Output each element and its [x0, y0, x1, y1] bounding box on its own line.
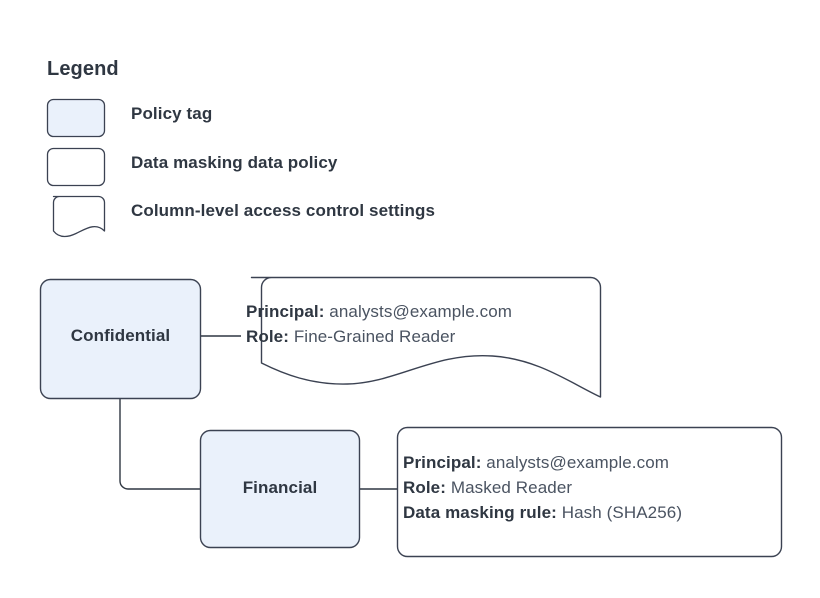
- callout-key-role: Role:: [403, 478, 446, 497]
- node-label-financial: Financial: [242, 478, 318, 497]
- legend-title: Legend: [47, 58, 119, 80]
- legend-label-column-access-settings: Column-level access control settings: [131, 201, 436, 220]
- callout-value-principal: analysts@example.com: [329, 302, 513, 321]
- callout-access-control-text: Principal: analysts@example.com Role: Fi…: [246, 299, 512, 349]
- edge-confidential-to-financial: [119, 399, 200, 490]
- legend-label-data-masking-policy: Data masking data policy: [131, 153, 338, 172]
- callout-data-masking-text: Principal: analysts@example.com Role: Ma…: [403, 450, 682, 525]
- policy-tag-swatch: [46, 98, 106, 138]
- callout-value-role: Fine-Grained Reader: [293, 327, 456, 346]
- callout-key-role: Role:: [246, 327, 289, 346]
- callout-key-principal: Principal:: [246, 302, 325, 321]
- callout-row-role: Role: Fine-Grained Reader: [246, 324, 512, 349]
- legend-label-policy-tag: Policy tag: [131, 104, 213, 123]
- callout-row-role: Role: Masked Reader: [403, 475, 682, 500]
- callout-row-principal: Principal: analysts@example.com: [403, 450, 682, 475]
- data-masking-policy-swatch: [46, 147, 106, 187]
- callout-key-principal: Principal:: [403, 453, 482, 472]
- node-financial[interactable]: [199, 429, 361, 549]
- callout-data-masking[interactable]: [396, 426, 783, 558]
- callout-row-principal: Principal: analysts@example.com: [246, 299, 512, 324]
- column-access-settings-swatch: [52, 195, 106, 238]
- callout-value-principal: analysts@example.com: [486, 453, 670, 472]
- node-label-confidential: Confidential: [70, 326, 171, 345]
- callout-access-control[interactable]: [250, 276, 602, 398]
- callout-row-masking-rule: Data masking rule: Hash (SHA256): [403, 500, 682, 525]
- node-confidential[interactable]: [39, 278, 202, 400]
- callout-value-role: Masked Reader: [450, 478, 573, 497]
- callout-key-masking-rule: Data masking rule:: [403, 503, 557, 522]
- callout-value-masking-rule: Hash (SHA256): [561, 503, 683, 522]
